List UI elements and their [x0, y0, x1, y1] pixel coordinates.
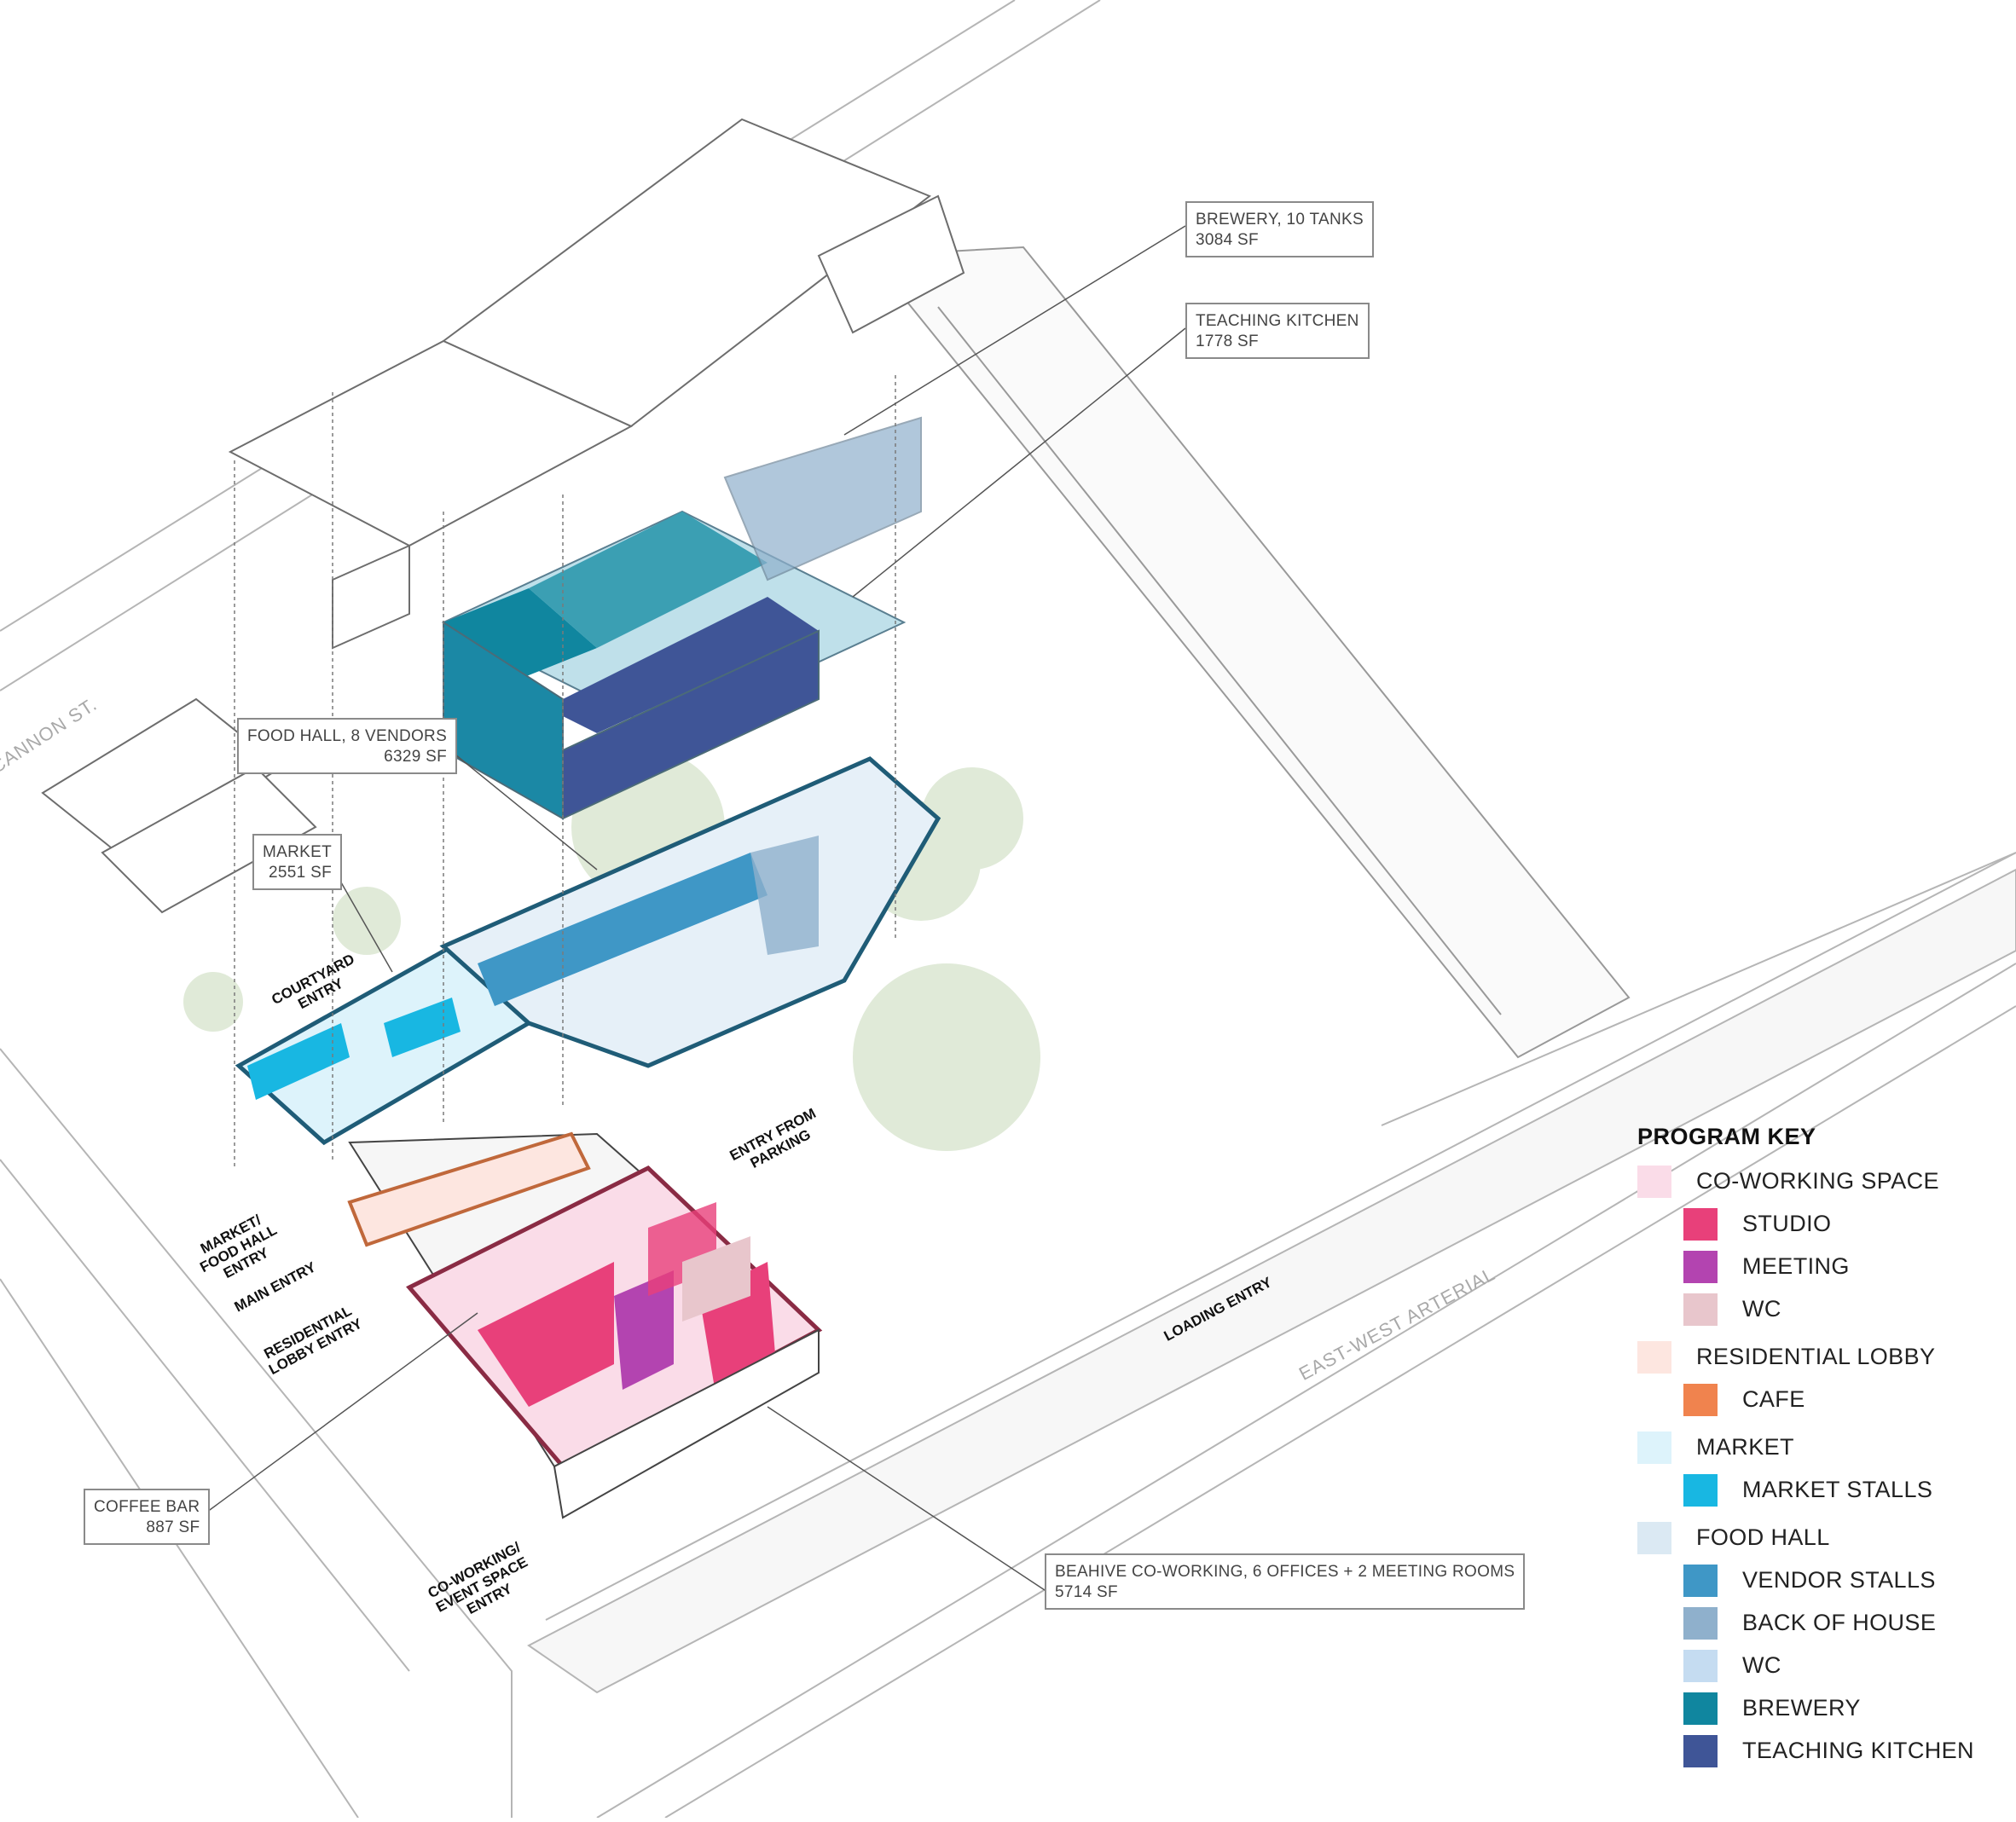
- program-key-item: WC: [1637, 1288, 1996, 1331]
- program-key-item: RESIDENTIAL LOBBY: [1637, 1336, 1996, 1379]
- program-key-item: MARKET STALLS: [1637, 1469, 1996, 1512]
- program-key-title: PROGRAM KEY: [1637, 1124, 1816, 1149]
- food-hall-callout-area: 6329 SF: [384, 748, 448, 766]
- program-key-label: WC: [1742, 1652, 1781, 1678]
- parking-lot: [867, 246, 1631, 1059]
- program-key-swatch: [1683, 1692, 1718, 1725]
- program-key-label: CAFE: [1742, 1386, 1805, 1412]
- beahive-callout: BEAHIVE CO-WORKING, 6 OFFICES + 2 MEETIN…: [1045, 1553, 1526, 1610]
- teaching-kitchen-callout-title: TEACHING KITCHEN: [1196, 312, 1359, 330]
- program-key-swatch: [1683, 1384, 1718, 1416]
- food-hall-callout-title: FOOD HALL, 8 VENDORS: [247, 727, 448, 745]
- market-callout-title: MARKET: [263, 843, 332, 861]
- program-key-item: MARKET: [1637, 1426, 1996, 1469]
- program-key-swatch: [1683, 1607, 1718, 1640]
- program-key-label: VENDOR STALLS: [1742, 1567, 1936, 1593]
- program-key-swatch: [1637, 1341, 1671, 1374]
- program-key-list: CO-WORKING SPACE STUDIO MEETING WC RESIDENTI…: [1637, 1160, 1996, 1773]
- market-callout: MARKET 2551 SF: [252, 834, 342, 890]
- food-hall-market-level: [235, 756, 941, 1146]
- program-key-item: BACK OF HOUSE: [1637, 1602, 1996, 1645]
- ground-level: [347, 1131, 823, 1519]
- teaching-kitchen-callout: TEACHING KITCHEN 1778 SF: [1185, 303, 1370, 359]
- program-key-item: FOOD HALL: [1637, 1517, 1996, 1559]
- program-key-label: MEETING: [1742, 1253, 1850, 1279]
- program-key-label: MARKET: [1696, 1434, 1794, 1460]
- program-key-label: MARKET STALLS: [1742, 1477, 1933, 1502]
- callout-leaders: [187, 225, 1186, 1591]
- program-key-swatch: [1683, 1565, 1718, 1597]
- program-key-item: CO-WORKING SPACE: [1637, 1160, 1996, 1203]
- program-key-label: FOOD HALL: [1696, 1524, 1830, 1550]
- program-key-label: WC: [1742, 1296, 1781, 1322]
- program-key-label: CO-WORKING SPACE: [1696, 1168, 1939, 1194]
- program-key-item: VENDOR STALLS: [1637, 1559, 1996, 1602]
- program-key-swatch: [1683, 1251, 1718, 1283]
- context-buildings: [41, 118, 965, 914]
- program-key-swatch: [1683, 1293, 1718, 1326]
- brewery-callout-area: 3084 SF: [1196, 231, 1259, 249]
- program-key-item: WC: [1637, 1645, 1996, 1687]
- brewery-teaching-kitchen-level: [441, 416, 922, 820]
- program-key-swatch: [1637, 1432, 1671, 1464]
- program-key-label: TEACHING KITCHEN: [1742, 1738, 1974, 1763]
- program-key-label: RESIDENTIAL LOBBY: [1696, 1344, 1936, 1369]
- program-key-item: TEACHING KITCHEN: [1637, 1730, 1996, 1773]
- teaching-kitchen-callout-area: 1778 SF: [1196, 333, 1259, 350]
- coffee-bar-callout: COFFEE BAR 887 SF: [84, 1489, 211, 1545]
- program-key-swatch: [1683, 1474, 1718, 1507]
- east-west-arterial-road: [527, 868, 2016, 1694]
- program-key-swatch: [1683, 1735, 1718, 1767]
- brewery-callout: BREWERY, 10 TANKS 3084 SF: [1185, 201, 1374, 257]
- program-key-item: CAFE: [1637, 1379, 1996, 1421]
- program-key-label: STUDIO: [1742, 1211, 1832, 1236]
- program-key-swatch: [1683, 1650, 1718, 1682]
- program-key-item: MEETING: [1637, 1246, 1996, 1288]
- program-key-item: BREWERY: [1637, 1687, 1996, 1730]
- coffee-bar-callout-area: 887 SF: [146, 1518, 200, 1536]
- program-key-swatch: [1683, 1208, 1718, 1241]
- food-hall-callout: FOOD HALL, 8 VENDORS 6329 SF: [237, 718, 458, 774]
- market-callout-area: 2551 SF: [269, 864, 332, 882]
- beahive-callout-title: BEAHIVE CO-WORKING, 6 OFFICES + 2 MEETIN…: [1055, 1563, 1515, 1581]
- program-key-swatch: [1637, 1166, 1671, 1198]
- coffee-bar-callout-title: COFFEE BAR: [94, 1498, 200, 1516]
- program-key-label: BACK OF HOUSE: [1742, 1610, 1937, 1635]
- program-key: PROGRAM KEY CO-WORKING SPACE STUDIO MEETIN…: [1637, 1124, 1996, 1773]
- beahive-callout-area: 5714 SF: [1055, 1583, 1118, 1601]
- program-key-swatch: [1637, 1522, 1671, 1554]
- program-key-label: BREWERY: [1742, 1695, 1861, 1721]
- brewery-callout-title: BREWERY, 10 TANKS: [1196, 211, 1364, 228]
- projection-lines: [234, 375, 896, 1168]
- program-key-item: STUDIO: [1637, 1203, 1996, 1246]
